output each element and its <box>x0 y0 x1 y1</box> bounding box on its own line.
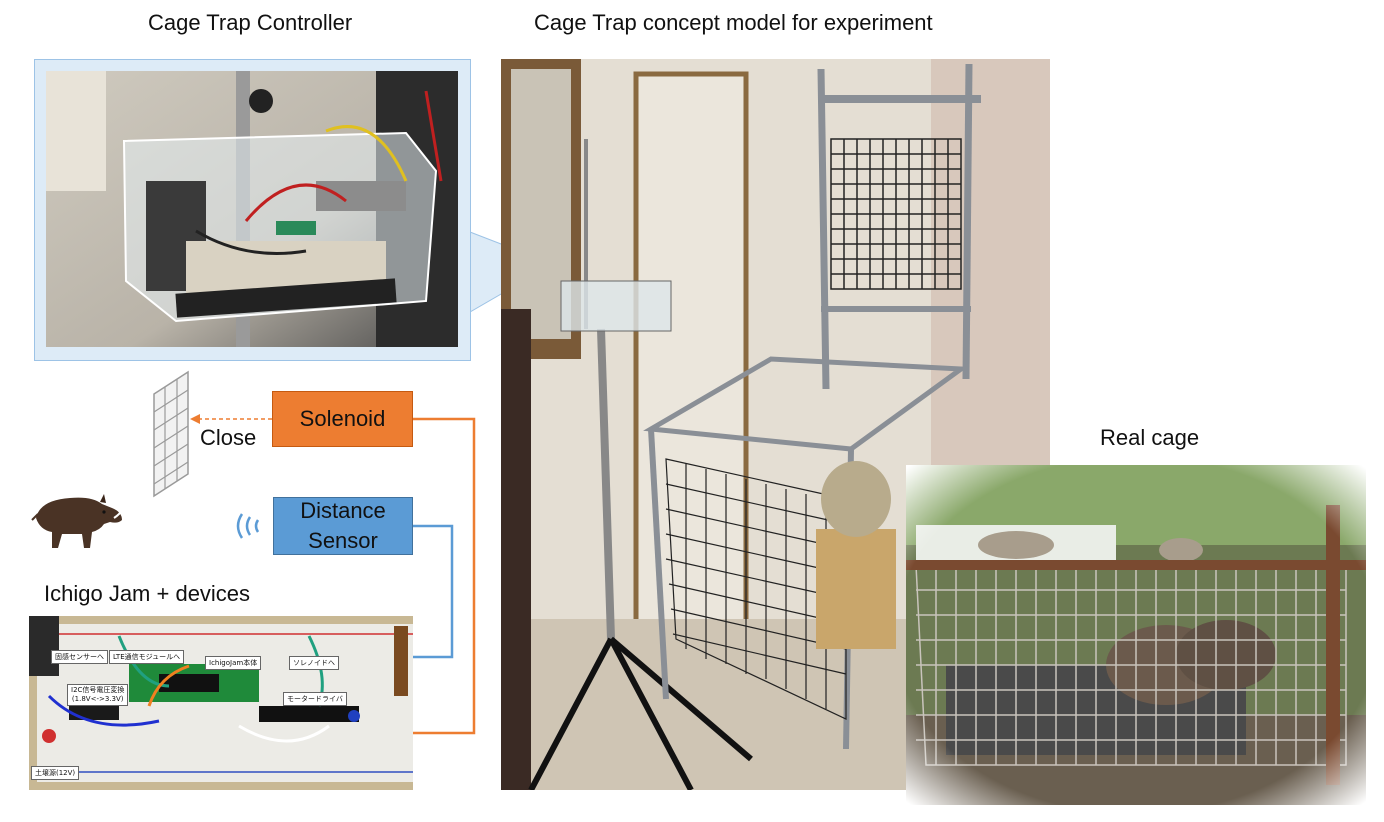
distance-sensor-line1: Distance <box>300 498 386 523</box>
controller-title: Cage Trap Controller <box>148 10 353 35</box>
bb-label-lte: LTE通信モジュールへ <box>109 650 185 664</box>
solenoid-box: Solenoid <box>272 391 413 447</box>
bb-label-sensor: 固感センサーへ <box>51 650 108 664</box>
solenoid-connector <box>413 417 476 735</box>
close-label: Close <box>200 425 257 450</box>
bb-label-solenoid: ソレノイドへ <box>289 656 339 670</box>
distance-sensor-line2: Sensor <box>308 528 378 553</box>
real-cage-title: Real cage <box>1100 425 1200 450</box>
boar-icon <box>31 494 123 548</box>
bb-label-power: 土壌源(12V) <box>31 766 80 780</box>
solenoid-label: Solenoid <box>299 406 386 431</box>
bb-label-ichigojam: IchigoJam本体 <box>205 656 262 670</box>
controller-photo <box>46 71 458 347</box>
bb-label-i2c-line1: I2C信号電圧変換 <box>71 686 125 694</box>
sensor-connector <box>413 524 454 659</box>
grid-door-icon <box>153 370 189 498</box>
distance-sensor-box: Distance Sensor <box>273 497 413 555</box>
ichigo-photo: 固感センサーへ LTE通信モジュールへ IchigoJam本体 ソレノイドへ I… <box>29 616 413 790</box>
controller-frame <box>34 59 471 361</box>
real-cage-photo <box>906 465 1366 805</box>
bb-label-i2c: I2C信号電圧変換 (1.8V<->3.3V) <box>67 684 129 706</box>
bb-label-motor: モータードライバ <box>283 692 347 706</box>
ichigo-title: Ichigo Jam + devices <box>44 581 251 606</box>
concept-title: Cage Trap concept model for experiment <box>534 10 933 35</box>
signal-waves-icon <box>236 513 260 539</box>
bb-label-i2c-line2: (1.8V<->3.3V) <box>71 695 124 703</box>
